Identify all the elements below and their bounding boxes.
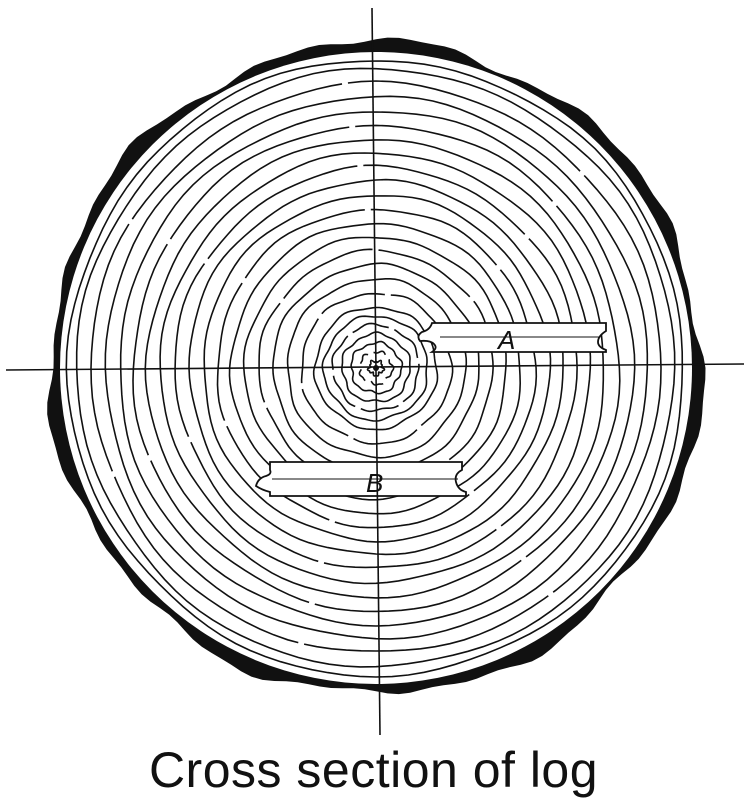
board-a-label: A <box>496 325 515 355</box>
board-a: A <box>418 323 606 355</box>
diagram-caption: Cross section of log <box>0 742 747 798</box>
board-b-label: B <box>366 468 383 498</box>
board-b: B <box>256 462 466 498</box>
